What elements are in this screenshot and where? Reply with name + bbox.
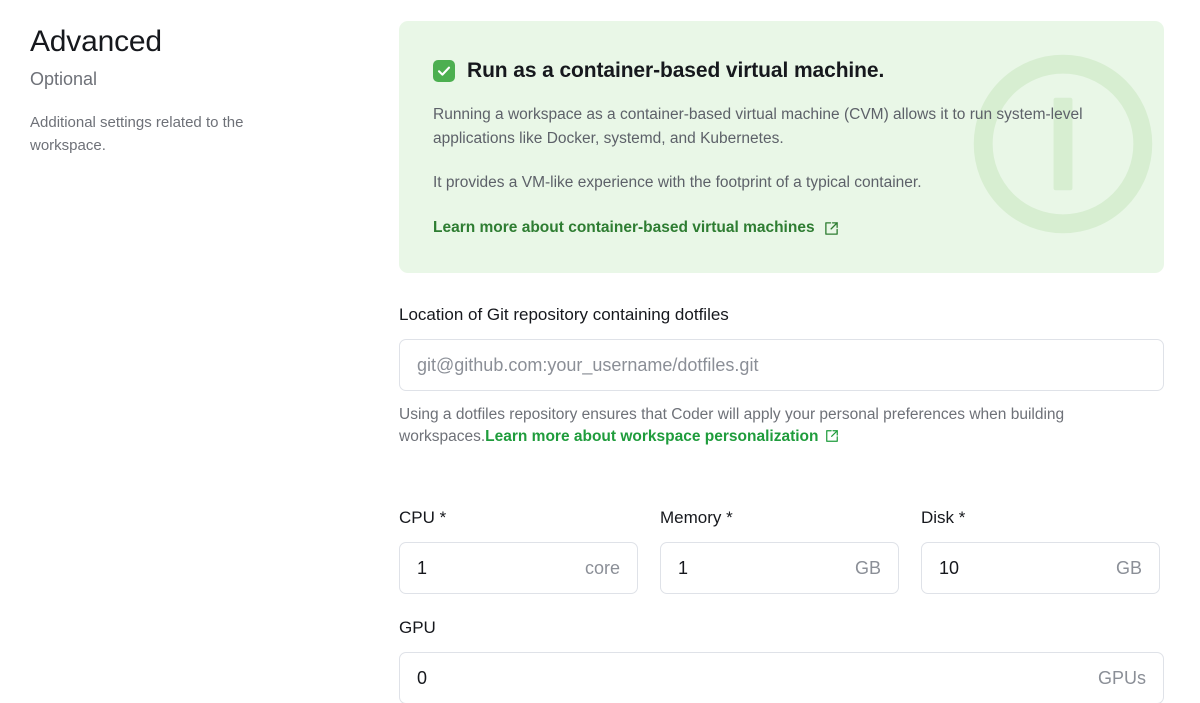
- disk-field: Disk * GB: [921, 506, 1160, 594]
- external-link-icon: [825, 430, 838, 442]
- dotfiles-input[interactable]: [417, 354, 1146, 376]
- dotfiles-label: Location of Git repository containing do…: [399, 305, 729, 324]
- gpu-label: GPU: [399, 618, 436, 637]
- memory-field: Memory * GB: [660, 506, 899, 594]
- gpu-unit: GPUs: [1097, 667, 1146, 688]
- page-title: Advanced: [30, 25, 162, 58]
- dotfiles-input-wrapper[interactable]: [399, 339, 1164, 391]
- disk-input[interactable]: [939, 557, 1106, 579]
- cvm-paragraph-2: It provides a VM-like experience with th…: [433, 174, 922, 191]
- cpu-input[interactable]: [417, 557, 575, 579]
- required-marker: *: [958, 508, 966, 527]
- required-marker: *: [439, 508, 447, 527]
- cpu-label: CPU *: [399, 506, 638, 530]
- external-link-icon: [824, 221, 838, 235]
- advanced-form: Run as a container-based virtual machine…: [399, 21, 1164, 703]
- cvm-paragraph-1: Running a workspace as a container-based…: [433, 106, 1083, 147]
- dotfiles-field: Location of Git repository containing do…: [399, 303, 1164, 450]
- cvm-title: Run as a container-based virtual machine…: [467, 59, 885, 82]
- memory-label-text: Memory: [660, 508, 722, 527]
- disk-input-wrapper[interactable]: GB: [921, 542, 1160, 594]
- dotfiles-helper-text: Using a dotfiles repository ensures that…: [399, 404, 1139, 450]
- dotfiles-helper-ext-wrap: [825, 428, 839, 450]
- section-description: Advanced Optional Additional settings re…: [30, 22, 330, 157]
- memory-input-wrapper[interactable]: GB: [660, 542, 899, 594]
- dotfiles-helper-prefix: Using a dotfiles repository ensures that…: [399, 406, 1065, 445]
- dotfiles-learn-more-link[interactable]: Learn more about workspace personalizati…: [485, 428, 819, 445]
- required-marker: *: [726, 508, 733, 527]
- memory-input[interactable]: [678, 557, 845, 579]
- gpu-input-wrapper[interactable]: GPUs: [399, 652, 1164, 703]
- page-subtitle: Optional: [30, 69, 98, 89]
- memory-label: Memory *: [660, 506, 899, 530]
- cpu-input-wrapper[interactable]: core: [399, 542, 638, 594]
- memory-unit: GB: [854, 557, 881, 578]
- cvm-alert: Run as a container-based virtual machine…: [399, 21, 1164, 273]
- disk-unit: GB: [1115, 557, 1142, 578]
- cvm-learn-more-row[interactable]: Learn more about container-based virtual…: [433, 217, 839, 239]
- page-description: Additional settings related to the works…: [30, 114, 244, 154]
- disk-label-text: Disk: [921, 508, 955, 527]
- cpu-unit: core: [584, 557, 620, 578]
- check-square-icon[interactable]: [433, 60, 455, 82]
- cpu-label-text: CPU: [399, 508, 435, 527]
- resource-row: CPU * core Memory * GB Disk *: [399, 506, 1164, 594]
- gpu-field: GPU GPUs: [399, 616, 1164, 703]
- cvm-learn-more-link[interactable]: Learn more about container-based virtual…: [433, 219, 815, 236]
- gpu-input[interactable]: [417, 667, 1088, 689]
- cvm-checkbox-row[interactable]: Run as a container-based virtual machine…: [433, 57, 1130, 85]
- disk-label: Disk *: [921, 506, 1160, 530]
- cpu-field: CPU * core: [399, 506, 638, 594]
